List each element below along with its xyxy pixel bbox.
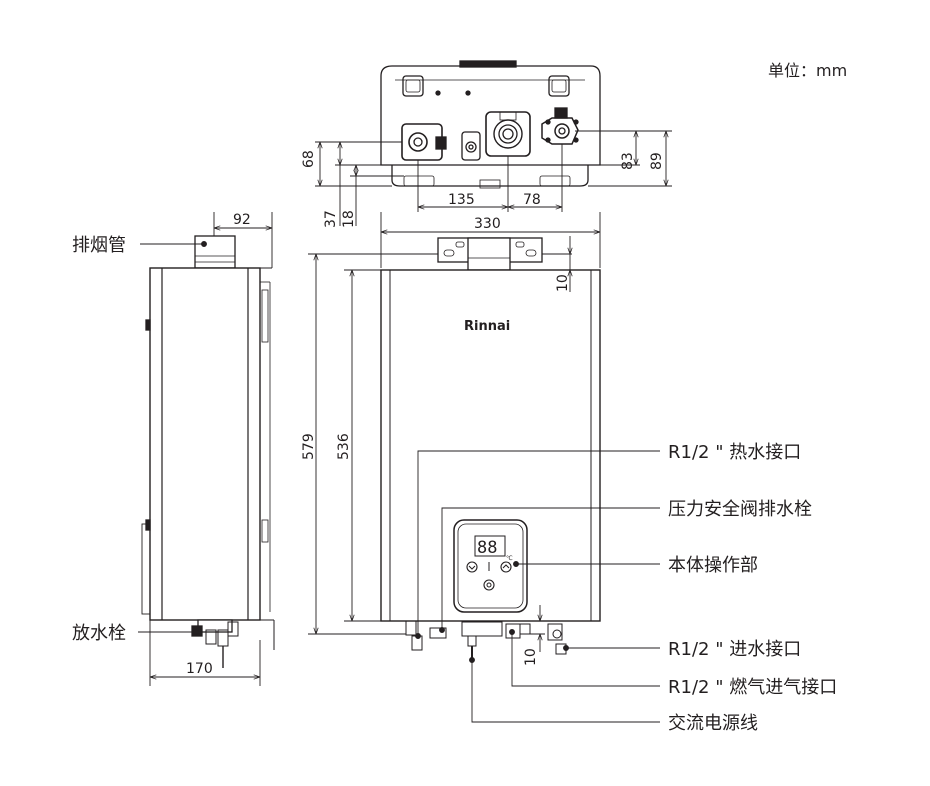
dim-10-bottom: 10 (523, 648, 539, 666)
dim-579: 579 (301, 433, 317, 460)
top-view (380, 60, 601, 189)
label-cold-water-inlet: R1/2 " 进水接口 (668, 639, 801, 660)
dim-135: 135 (448, 192, 475, 208)
top-view-dimensions (315, 130, 672, 226)
side-view-leaders (138, 241, 207, 635)
dim-170: 170 (186, 661, 213, 677)
dim-89: 89 (649, 152, 665, 170)
dim-68: 68 (301, 150, 317, 168)
unit-label: 单位：mm (768, 61, 847, 80)
label-control-panel: 本体操作部 (668, 555, 758, 576)
dim-37: 37 (323, 210, 339, 228)
side-view (141, 235, 275, 668)
control-panel-display-unit: ℃ (506, 555, 513, 562)
dim-10-top: 10 (555, 274, 571, 292)
front-view (380, 237, 601, 660)
dim-536: 536 (336, 433, 352, 460)
dim-78: 78 (523, 192, 541, 208)
label-flue-pipe: 排烟管 (72, 235, 126, 256)
brand-logo: Rinnai (464, 319, 510, 334)
dim-330: 330 (474, 216, 501, 232)
control-panel-display: 88 (477, 538, 497, 558)
label-drain-plug: 放水栓 (72, 623, 126, 644)
dim-83: 83 (620, 152, 636, 170)
front-view-dimensions (308, 212, 601, 652)
front-view-leaders (415, 450, 660, 723)
dim-18: 18 (341, 210, 357, 228)
label-pressure-relief-drain: 压力安全阀排水栓 (668, 499, 812, 520)
dim-92: 92 (233, 212, 251, 228)
label-hot-water-outlet: R1/2 " 热水接口 (668, 442, 801, 463)
label-gas-inlet: R1/2 " 燃气进气接口 (668, 677, 837, 698)
label-ac-power-cord: 交流电源线 (668, 713, 758, 734)
side-view-dimensions (149, 212, 273, 686)
